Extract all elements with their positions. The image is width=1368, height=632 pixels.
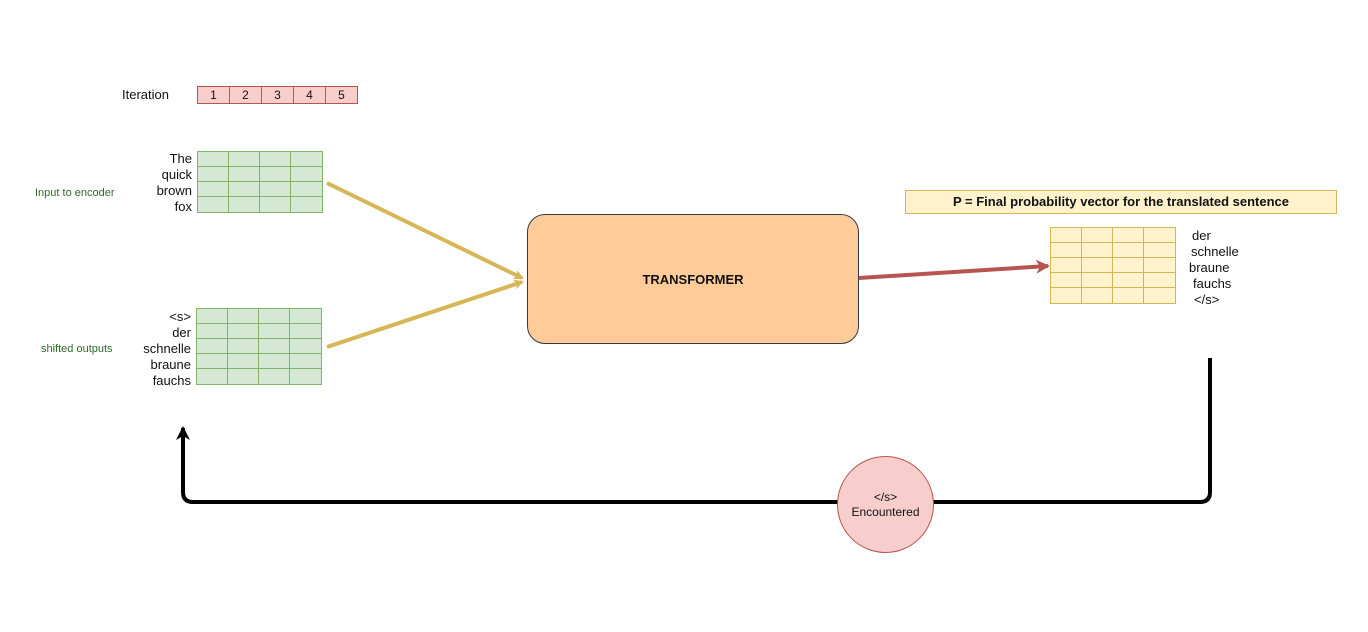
matrix-cell xyxy=(260,152,291,167)
transformer-block: TRANSFORMER xyxy=(527,214,859,344)
encoder-word: brown xyxy=(156,183,192,198)
matrix-cell xyxy=(260,182,291,197)
iteration-step: 4 xyxy=(294,87,326,103)
output-word: schnelle xyxy=(1191,244,1239,259)
matrix-cell xyxy=(260,167,291,182)
matrix-cell xyxy=(259,369,290,384)
matrix-cell xyxy=(1144,288,1175,303)
matrix-cell xyxy=(259,309,290,324)
matrix-cell xyxy=(1144,243,1175,258)
probability-banner: P = Final probability vector for the tra… xyxy=(905,190,1337,214)
matrix-cell xyxy=(198,152,229,167)
matrix-cell xyxy=(198,197,229,212)
matrix-cell xyxy=(1082,258,1113,273)
matrix-cell xyxy=(259,339,290,354)
matrix-cell xyxy=(1051,243,1082,258)
matrix-cell xyxy=(197,324,228,339)
matrix-cell xyxy=(1051,258,1082,273)
matrix-cell xyxy=(1144,228,1175,243)
transformer-to-output-arrow xyxy=(858,259,1050,280)
output-probability-matrix xyxy=(1050,227,1176,304)
matrix-cell xyxy=(197,309,228,324)
decoder-word: braune xyxy=(150,357,191,372)
matrix-cell xyxy=(1113,243,1144,258)
matrix-cell xyxy=(291,197,322,212)
matrix-cell xyxy=(229,152,260,167)
decoder-to-transformer-arrow xyxy=(326,279,524,349)
matrix-cell xyxy=(1051,228,1082,243)
shifted-outputs-label: shifted outputs xyxy=(41,343,113,355)
iteration-label: Iteration xyxy=(122,87,169,102)
matrix-cell xyxy=(291,182,322,197)
matrix-cell xyxy=(198,167,229,182)
decoder-embedding-matrix xyxy=(196,308,322,385)
matrix-cell xyxy=(290,369,321,384)
matrix-cell xyxy=(290,309,321,324)
decoder-words: <s> der schnelle braune fauchs xyxy=(120,309,191,389)
decoder-word: fauchs xyxy=(152,373,191,388)
iteration-step: 3 xyxy=(262,87,294,103)
decoder-word: schnelle xyxy=(143,341,191,356)
matrix-cell xyxy=(197,339,228,354)
iteration-step: 5 xyxy=(338,88,345,102)
matrix-cell xyxy=(1113,228,1144,243)
matrix-cell xyxy=(290,324,321,339)
encoder-input-label: Input to encoder xyxy=(35,187,115,199)
matrix-cell xyxy=(228,369,259,384)
encountered-text: Encountered xyxy=(851,504,920,519)
matrix-cell xyxy=(228,324,259,339)
matrix-cell xyxy=(198,182,229,197)
matrix-cell xyxy=(1051,288,1082,303)
matrix-cell xyxy=(291,152,322,167)
iteration-step: 2 xyxy=(230,87,262,103)
matrix-cell xyxy=(290,354,321,369)
matrix-cell xyxy=(1082,228,1113,243)
feedback-loop-arrow xyxy=(176,358,1212,504)
encoder-word: quick xyxy=(161,167,192,182)
matrix-cell xyxy=(290,339,321,354)
matrix-cell xyxy=(229,182,260,197)
output-word: </s> xyxy=(1194,292,1220,307)
encoder-words: The quick brown fox xyxy=(130,151,192,215)
matrix-cell xyxy=(1144,273,1175,288)
matrix-cell xyxy=(229,167,260,182)
output-words: der schnelle braune fauchs </s> xyxy=(1189,228,1259,308)
matrix-cell xyxy=(1113,258,1144,273)
encoder-word: The xyxy=(169,151,192,166)
encoder-word: fox xyxy=(174,199,192,214)
encoder-to-transformer-arrow xyxy=(326,181,524,280)
output-word: der xyxy=(1192,228,1211,243)
matrix-cell xyxy=(1113,288,1144,303)
output-word: braune xyxy=(1189,260,1230,275)
end-token-text: </s> xyxy=(873,489,898,504)
matrix-cell xyxy=(197,369,228,384)
decoder-word: <s> xyxy=(169,309,191,324)
matrix-cell xyxy=(228,354,259,369)
encoder-embedding-matrix xyxy=(197,151,323,213)
matrix-cell xyxy=(228,339,259,354)
matrix-cell xyxy=(228,309,259,324)
matrix-cell xyxy=(229,197,260,212)
matrix-cell xyxy=(1113,273,1144,288)
end-token-encountered-node: </s> Encountered xyxy=(837,456,934,553)
transformer-label: TRANSFORMER xyxy=(642,271,744,287)
matrix-cell xyxy=(197,354,228,369)
matrix-cell xyxy=(260,197,291,212)
matrix-cell xyxy=(259,324,290,339)
matrix-cell xyxy=(259,354,290,369)
iteration-steps: 1 2 3 4 5 xyxy=(197,86,358,104)
matrix-cell xyxy=(1082,288,1113,303)
matrix-cell xyxy=(291,167,322,182)
matrix-cell xyxy=(1144,258,1175,273)
matrix-cell xyxy=(1051,273,1082,288)
matrix-cell xyxy=(1082,243,1113,258)
decoder-word: der xyxy=(172,325,191,340)
output-word: fauchs xyxy=(1193,276,1232,291)
matrix-cell xyxy=(1082,273,1113,288)
iteration-step: 1 xyxy=(198,87,230,103)
